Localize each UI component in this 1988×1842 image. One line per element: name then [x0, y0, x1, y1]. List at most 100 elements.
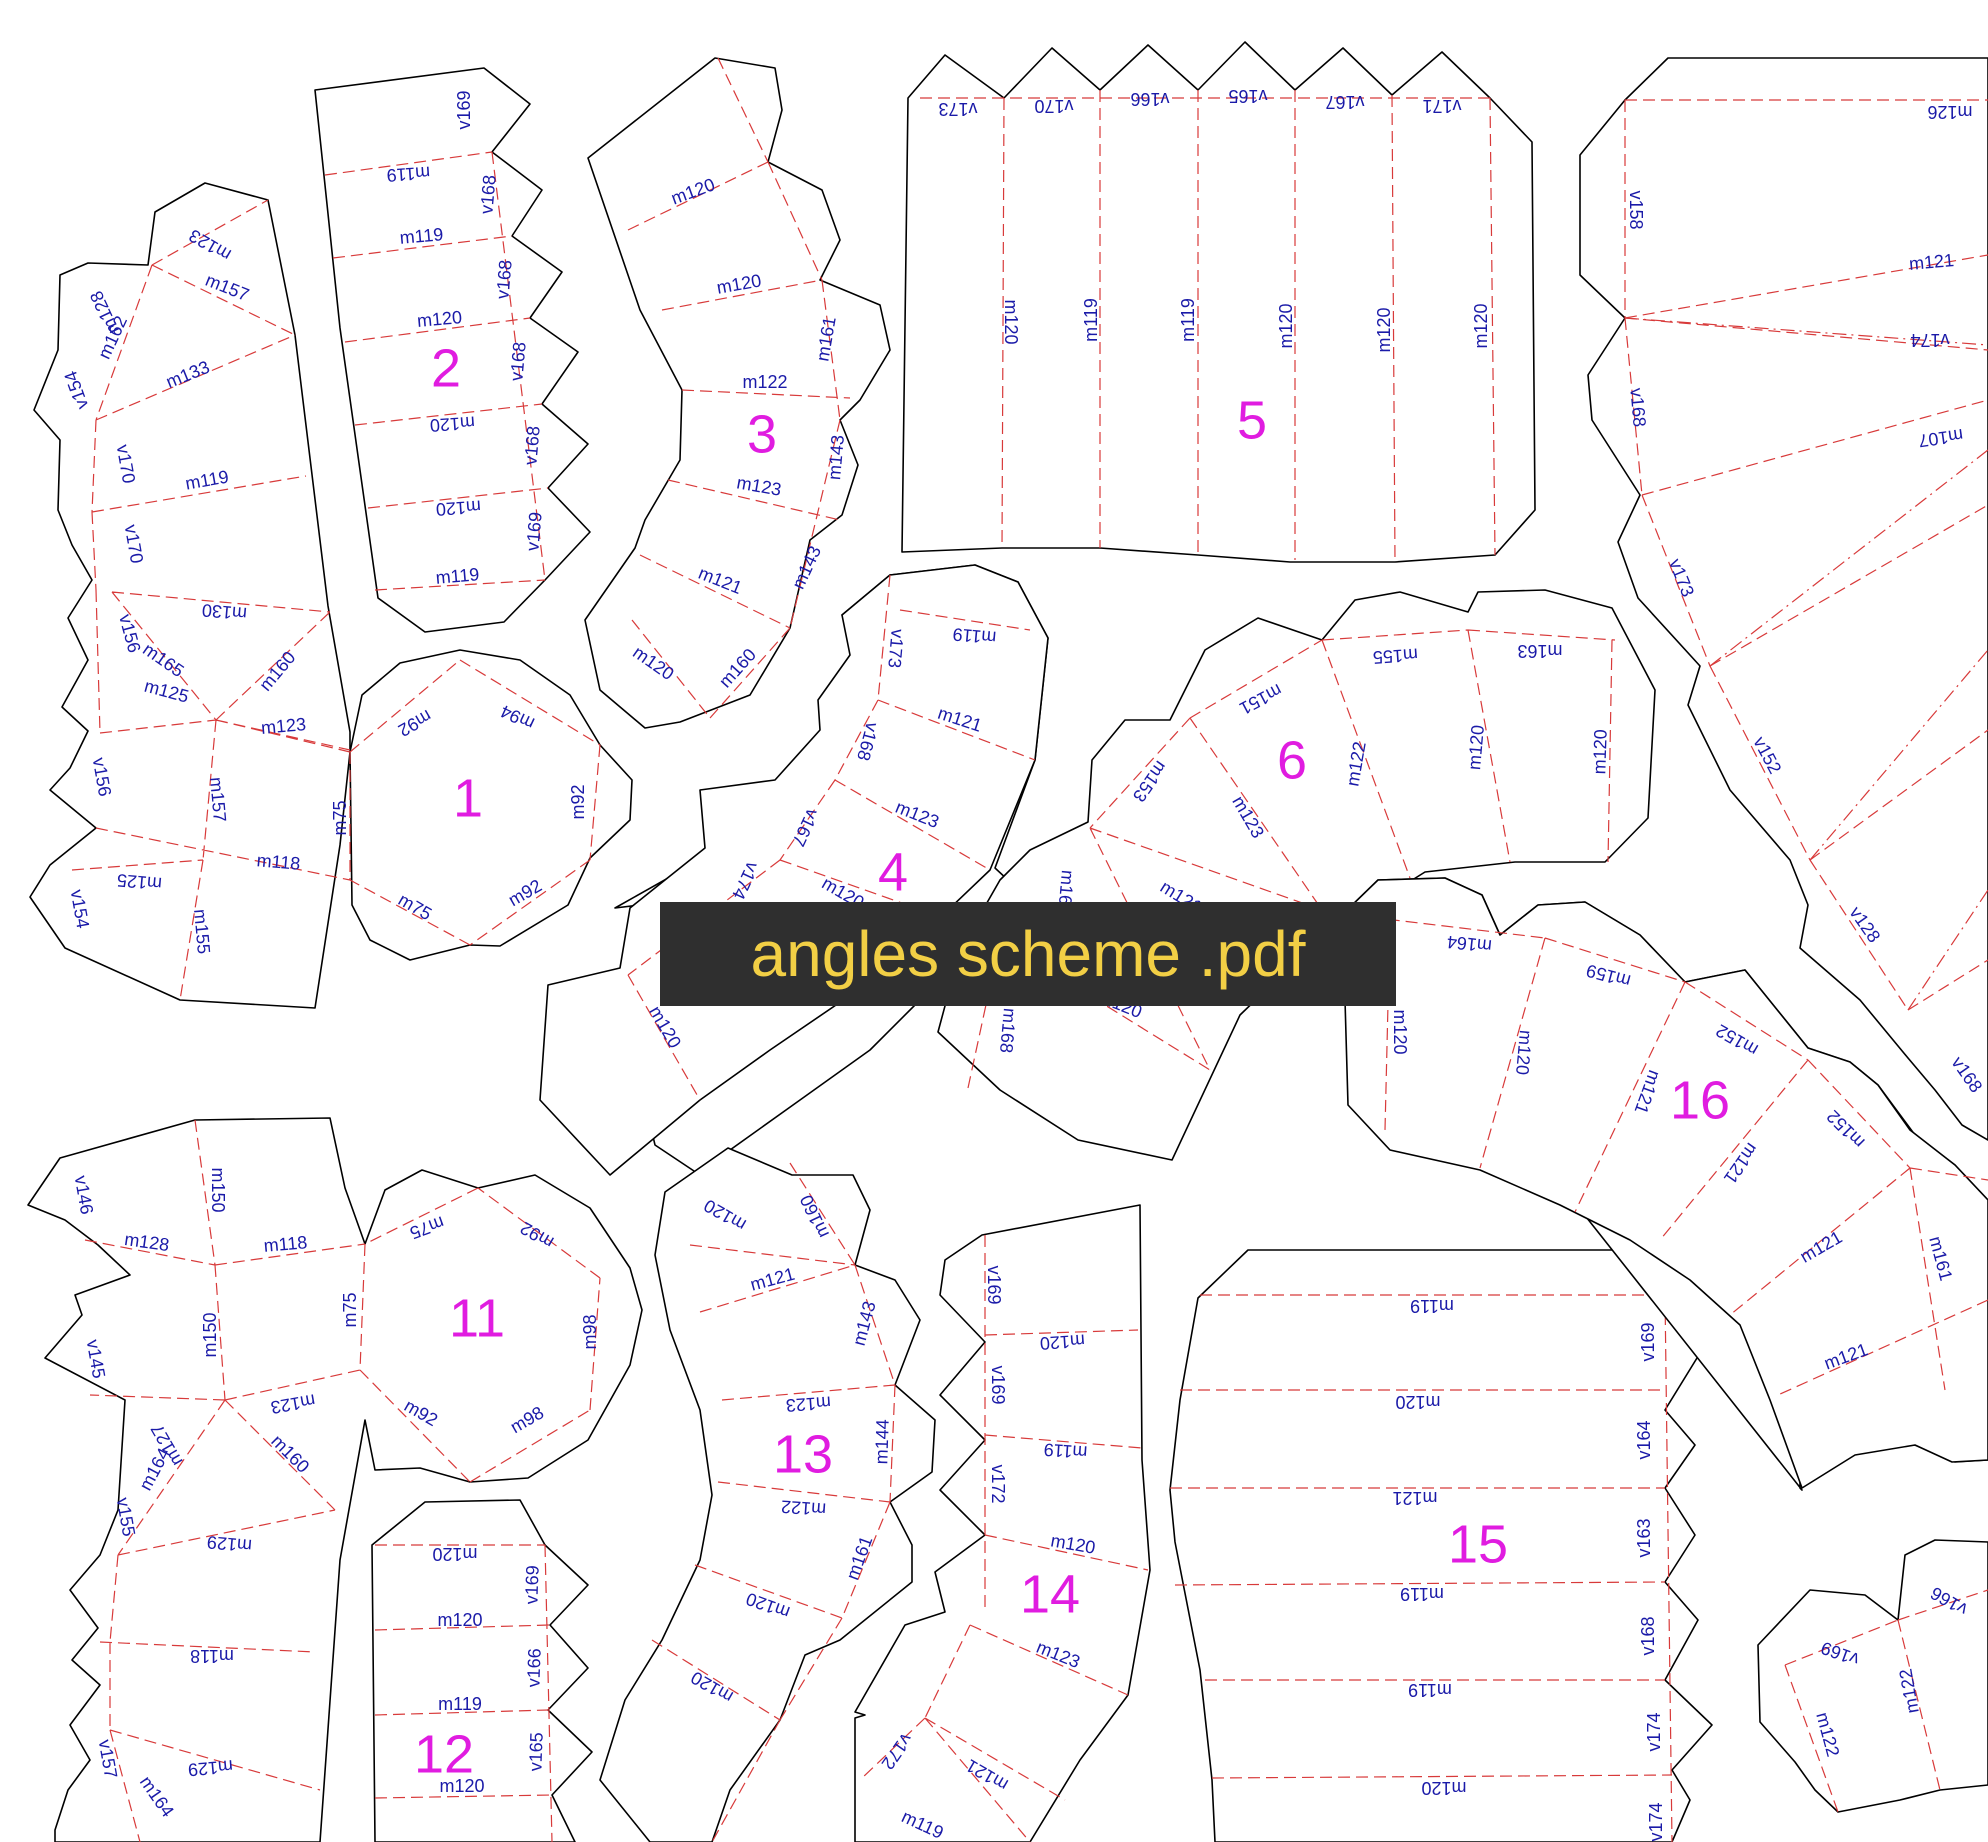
- piece-right-partial-angle-label: m121: [1908, 250, 1955, 274]
- piece-11-angle-label: m150: [208, 1167, 228, 1212]
- piece-2-angle-label: v168: [506, 341, 529, 382]
- piece-2-angle-label: m120: [435, 496, 481, 519]
- piece-2-angle-label: m120: [416, 307, 463, 331]
- piece-2-angle-label: v169: [522, 511, 545, 552]
- piece-11: 11 v146 m150 m128 m118 m75 m92 v145 m150…: [27, 1117, 643, 1842]
- filename-text: angles scheme .pdf: [750, 918, 1306, 990]
- piece-5: 5 v173 v170 v166 v165 v167 v171 m120 m11…: [901, 41, 1536, 563]
- piece-15-angle-label: m119: [1410, 1296, 1454, 1316]
- piece-5-angle-label: m120: [1471, 303, 1491, 348]
- piece-11-angle-label: m118: [263, 1232, 308, 1256]
- piece-15-angle-label: v174: [1646, 1802, 1666, 1841]
- piece-15-angle-label: m121: [1392, 1488, 1437, 1508]
- piece-11-angle-label: m129: [187, 1756, 234, 1780]
- piece-12-angle-label: m120: [432, 1544, 477, 1564]
- piece-1-outline: [29, 182, 351, 1009]
- piece-15-outline: [1169, 1249, 1713, 1842]
- piece-13-angle-label: m122: [780, 1496, 826, 1519]
- piece-4: 4 m119 v173 m121 v168 m123 v167 v174 m12…: [539, 564, 1049, 1176]
- piece-2-angle-label: m120: [429, 412, 475, 435]
- piece-11-angle-label: m129: [206, 1532, 253, 1556]
- piece-right-partial-angle-label: v158: [1626, 190, 1646, 229]
- piece-14: 14 v169 m120 v169 m119 v172 m120 m123 v1…: [854, 1204, 1151, 1842]
- piece-14-angle-label: v169: [988, 1365, 1008, 1404]
- piece-15-angle-label: m119: [1400, 1584, 1444, 1604]
- piece-4-number: 4: [878, 842, 908, 902]
- piece-2-angle-label: v168: [520, 425, 543, 466]
- piece-16-angle-label: m120: [1512, 1029, 1536, 1076]
- piece-2-angle-label: m119: [435, 564, 480, 588]
- piece-15-angle-label: v163: [1634, 1518, 1654, 1557]
- piece-5-number: 5: [1237, 390, 1267, 450]
- piece-5-angle-label: v171: [1422, 96, 1461, 116]
- piece-2-number: 2: [431, 338, 461, 398]
- piece-right-partial-angle-label: v174: [1910, 330, 1949, 350]
- piece-11-angle-label: m98: [580, 1314, 600, 1349]
- piece-15: 15 m119 v169 m120 v164 m121 v163 m119 v1…: [1169, 1249, 1713, 1842]
- piece-1-hex: [349, 649, 633, 961]
- piece-right-partial-outline: [1579, 57, 1988, 1141]
- piece-5-outline: [901, 41, 1536, 563]
- piece-5-angle-label: m120: [1374, 307, 1394, 352]
- piece-15-angle-label: v164: [1634, 1420, 1654, 1459]
- piece-right-partial-angle-label: v168: [1626, 387, 1649, 428]
- piece-16-folds: [1351, 914, 1988, 1396]
- piece-11-angle-label: m118: [190, 1646, 234, 1666]
- piece-1-angle-label: m130: [201, 600, 248, 624]
- piece-2-angle-label: m119: [386, 162, 431, 185]
- piece-1-angle-label: m157: [206, 776, 230, 823]
- piece-3: 3 m120 m120 m161 m122 m143 m123 m121 m14…: [584, 57, 891, 729]
- piece-16-angle-label: m120: [1390, 1009, 1410, 1054]
- piece-5-angle-label: v170: [1034, 96, 1073, 116]
- piece-12-number: 12: [414, 1724, 474, 1784]
- piece-13-angle-label: m123: [785, 1392, 831, 1415]
- piece-right-partial-folds: [1624, 317, 1988, 1011]
- piece-3-folds: [627, 57, 851, 719]
- piece-12-outline: [371, 1499, 593, 1842]
- piece-bottom-right-partial-folds: [1784, 1589, 1988, 1813]
- piece-5-angle-label: v165: [1228, 86, 1267, 106]
- piece-1-angle-label: m123: [260, 714, 307, 738]
- piece-6-angle-label: m120: [1464, 724, 1488, 771]
- piece-1-angle-label: m118: [256, 850, 301, 874]
- piece-13: 13 m120 m160 m121 m143 m123 m144 m122 m1…: [599, 1147, 936, 1842]
- piece-5-angle-label: v166: [1130, 89, 1169, 109]
- piece-14-angle-label: v169: [984, 1265, 1004, 1304]
- piece-6-angle-label: m168: [996, 1007, 1020, 1054]
- piece-14-angle-label: v172: [988, 1464, 1008, 1503]
- piece-14-angle-label: m120: [1039, 1330, 1085, 1353]
- piece-12-angle-label: m120: [437, 1610, 482, 1630]
- piece-13-folds: [651, 1162, 896, 1842]
- piece-bottom-right-partial: v166 v169 m122 m122: [1757, 1539, 1988, 1813]
- piece-11-angle-label: m150: [200, 1312, 220, 1357]
- piece-5-angle-label: m120: [1001, 299, 1021, 344]
- piece-15-number: 15: [1448, 1514, 1508, 1574]
- piece-12-angle-label: m120: [439, 1776, 484, 1796]
- piece-16-angle-label: m164: [1446, 932, 1493, 957]
- piece-5-angle-label: v173: [938, 99, 977, 119]
- piece-6-angle-label: m120: [1589, 729, 1611, 775]
- piece-15-folds: [1170, 1294, 1673, 1842]
- piece-14-number: 14: [1020, 1564, 1080, 1624]
- piece-1-angle-label: m155: [190, 908, 214, 955]
- piece-2: 2 v169 m119 v168 m119 v168 m120 v168 m12…: [314, 67, 591, 633]
- piece-13-angle-label: m144: [871, 1419, 893, 1465]
- piece-1-angle-label: m92: [568, 784, 588, 819]
- piece-1-angle-label: m125: [116, 870, 163, 894]
- piece-right-partial-angle-label: m126: [1927, 102, 1972, 122]
- piece-12-angle-label: v169: [521, 1565, 542, 1605]
- piece-3-angle-label: m143: [824, 434, 848, 481]
- piece-15-angle-label: v168: [1638, 1616, 1658, 1655]
- piece-1-number: 1: [453, 768, 483, 828]
- piece-right-partial-folds: [1624, 99, 1988, 1011]
- piece-15-angle-label: v169: [1638, 1322, 1658, 1361]
- piece-2-angle-label: v168: [476, 174, 499, 215]
- piece-14-angle-label: m119: [1043, 1439, 1088, 1462]
- piece-6: 6 m151 m155 m163 m153 m123 m122 m120 m12…: [937, 589, 1656, 1161]
- piece-5-angle-label: m120: [1276, 303, 1296, 348]
- piece-3-angle-label: m122: [742, 372, 787, 392]
- piece-14-folds: [859, 1235, 1149, 1842]
- piece-15-angle-label: m120: [1395, 1392, 1440, 1412]
- piece-11-number: 11: [449, 1288, 505, 1348]
